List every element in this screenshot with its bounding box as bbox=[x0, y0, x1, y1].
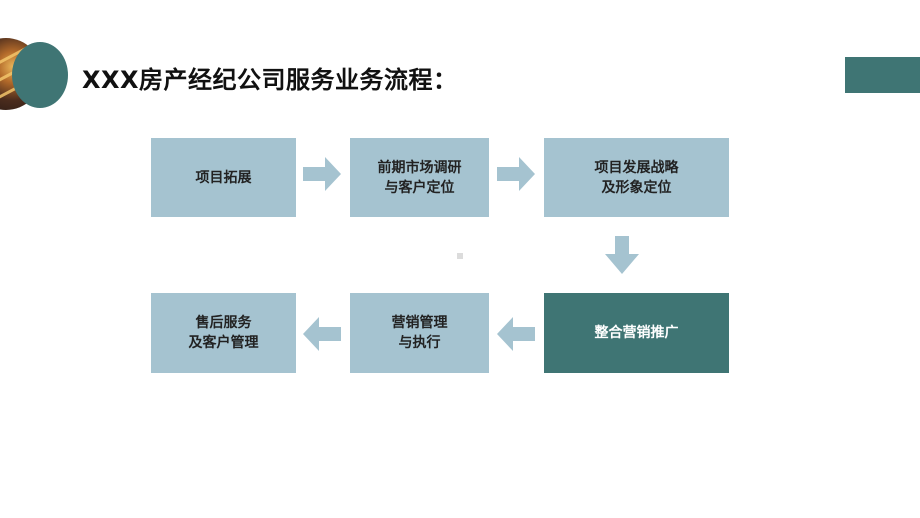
center-marker bbox=[457, 253, 463, 259]
arrow-down bbox=[605, 236, 639, 274]
step-box-3: 项目发展战略 及形象定位 bbox=[544, 138, 729, 217]
step-box-6: 售后服务 及客户管理 bbox=[151, 293, 296, 373]
step-label-2: 前期市场调研 与客户定位 bbox=[377, 159, 462, 196]
step-label-1: 项目拓展 bbox=[195, 169, 252, 186]
step-box-2: 前期市场调研 与客户定位 bbox=[350, 138, 489, 217]
step-box-4: 整合营销推广 bbox=[544, 293, 729, 373]
step-box-5: 营销管理 与执行 bbox=[350, 293, 489, 373]
arrow-left-2 bbox=[303, 317, 341, 351]
step-label-5: 营销管理 与执行 bbox=[391, 315, 448, 351]
step-box-1: 项目拓展 bbox=[151, 138, 296, 217]
page-title: XXX房产经纪公司服务业务流程： bbox=[82, 66, 458, 94]
step-label-3: 项目发展战略 及形象定位 bbox=[594, 159, 679, 196]
arrow-right-1 bbox=[303, 157, 341, 191]
header-accent-circle bbox=[12, 42, 68, 108]
arrow-right-2 bbox=[497, 157, 535, 191]
arrow-left-1 bbox=[497, 317, 535, 351]
step-label-6: 售后服务 及客户管理 bbox=[188, 315, 259, 351]
step-label-4: 整合营销推广 bbox=[594, 325, 679, 341]
corner-accent-bar bbox=[845, 57, 920, 93]
